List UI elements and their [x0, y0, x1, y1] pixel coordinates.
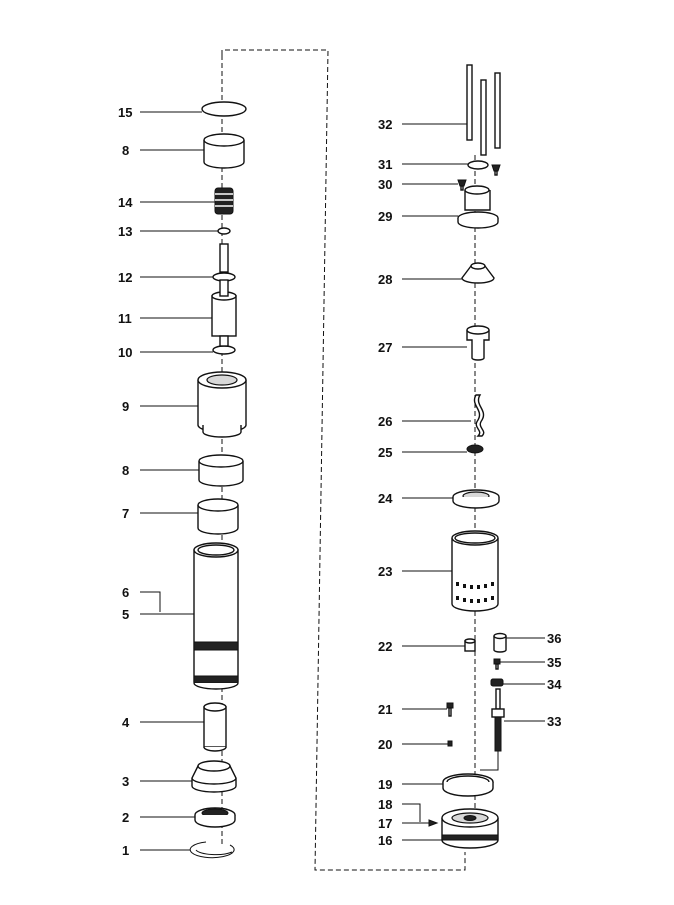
label-1: 1: [122, 843, 129, 858]
label-5: 5: [122, 607, 129, 622]
label-30: 30: [378, 177, 392, 192]
label-35: 35: [547, 655, 561, 670]
label-34: 34: [547, 677, 562, 692]
part-16-base: [441, 808, 499, 849]
label-13: 13: [118, 224, 132, 239]
part-23-strainer: [451, 530, 499, 612]
part-13-small-ring: [217, 227, 231, 235]
part-26-screw-rotor: [473, 394, 485, 437]
label-23: 23: [378, 564, 392, 579]
label-17: 17: [378, 816, 392, 831]
part-5-6-motor-body: [193, 542, 239, 690]
leader-lines: [140, 111, 545, 851]
label-26: 26: [378, 414, 392, 429]
label-8-mid: 8: [122, 463, 129, 478]
assembly-connector-line: [221, 49, 466, 871]
part-2-ring: [194, 807, 236, 828]
part-shaft-assembly: [211, 243, 237, 355]
label-10: 10: [118, 345, 132, 360]
label-28: 28: [378, 272, 392, 287]
label-6: 6: [122, 585, 129, 600]
part-32-tie-rods: [466, 64, 501, 156]
label-14: 14: [118, 195, 133, 210]
right-labels: 32 31 30 29 28 27 26 25 24 23 22 21 20 1…: [378, 117, 562, 848]
label-29: 29: [378, 209, 392, 224]
part-25-ring: [466, 444, 484, 454]
label-21: 21: [378, 702, 392, 717]
label-22: 22: [378, 639, 392, 654]
part-19-ring: [442, 773, 494, 797]
part-21-screw: [446, 702, 454, 717]
part-27-bushing: [466, 325, 490, 361]
part-4-coupling: [203, 702, 227, 752]
label-15: 15: [118, 105, 132, 120]
label-20: 20: [378, 737, 392, 752]
part-30-screws: [457, 164, 501, 191]
part-17-screw: [428, 819, 439, 827]
part-33-check-valve: [480, 688, 505, 771]
part-29-top-flange: [457, 185, 499, 229]
part-28-cone-plate: [461, 262, 495, 284]
label-25: 25: [378, 445, 392, 460]
label-4: 4: [122, 715, 130, 730]
label-36: 36: [547, 631, 561, 646]
label-11: 11: [118, 311, 132, 326]
part-36-small-bushing: [493, 632, 507, 653]
part-9-housing: [197, 371, 247, 438]
label-19: 19: [378, 777, 392, 792]
label-33: 33: [547, 714, 561, 729]
label-32: 32: [378, 117, 392, 132]
part-22-nut: [464, 638, 476, 652]
label-31: 31: [378, 157, 392, 172]
part-14-spring: [214, 187, 234, 215]
label-7: 7: [122, 506, 129, 521]
label-2: 2: [122, 810, 129, 825]
label-12: 12: [118, 270, 132, 285]
part-20-pin: [447, 740, 453, 747]
label-18: 18: [378, 797, 392, 812]
label-27: 27: [378, 340, 392, 355]
label-3: 3: [122, 774, 129, 789]
label-24: 24: [378, 491, 393, 506]
part-3-end-cap: [191, 760, 237, 793]
part-8-sleeve-top: [203, 133, 245, 169]
left-labels: 15 8 14 13 12 11 10 9 8 7 6 5 4 3 2 1: [118, 105, 133, 858]
label-9: 9: [122, 399, 129, 414]
part-1-circlip: [189, 841, 235, 859]
part-34-nut: [490, 678, 504, 687]
part-8-sleeve-mid: [198, 454, 244, 487]
part-7-sleeve: [197, 498, 239, 535]
part-35-screw: [493, 658, 501, 670]
part-24-flange-ring: [452, 489, 500, 509]
label-8-top: 8: [122, 143, 129, 158]
part-15-o-ring: [201, 101, 247, 117]
part-31-washer: [467, 160, 489, 170]
label-16: 16: [378, 833, 392, 848]
